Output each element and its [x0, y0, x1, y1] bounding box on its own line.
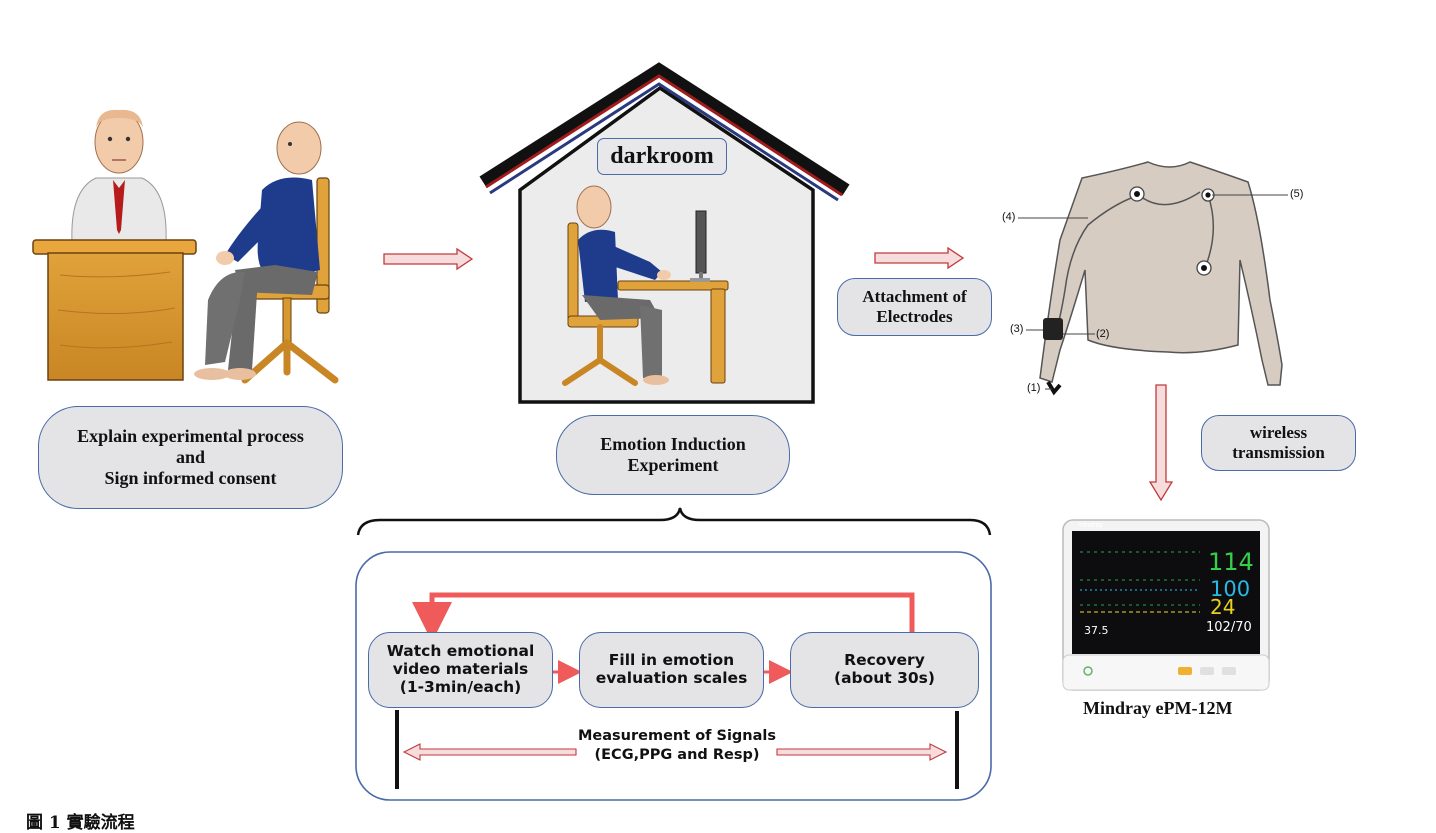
curly-brace: [356, 507, 992, 536]
step2-line-2: evaluation scales: [595, 669, 748, 687]
step3-line-1: Recovery: [844, 651, 925, 670]
darkroom-label-text: darkroom: [610, 143, 714, 169]
measure-arrow-left: [402, 743, 577, 761]
desk: [32, 239, 197, 381]
wireless-line-2: transmission: [1232, 443, 1325, 462]
flow-arrow-to-monitor: [1148, 384, 1174, 502]
consent-scene-illustration: [32, 109, 339, 384]
step1-line-3: (1-3min/each): [399, 677, 522, 696]
step-recovery: Recovery (about 30s): [790, 632, 979, 708]
flow-arrow-to-electrodes: [874, 246, 965, 270]
step-watch-videos: Watch emotional video materials (1-3min/…: [368, 632, 553, 708]
step3-line-2: (about 30s): [833, 669, 935, 687]
flow-arrow-to-darkroom: [383, 247, 474, 271]
emotion-induction-box: Emotion Induction Experiment: [556, 415, 790, 495]
step2-line-1: Fill in emotion: [608, 651, 735, 670]
consent-line-2: and: [175, 447, 205, 468]
consent-line-3: Sign informed consent: [104, 467, 277, 488]
step-fill-scales: Fill in emotion evaluation scales: [579, 632, 764, 708]
electrode-shirt-illustration: [1018, 161, 1288, 396]
emotion-line-2: Experiment: [627, 455, 719, 475]
monitor-hr: 114: [1208, 548, 1254, 576]
figure-caption: 圖 1 實驗流程: [26, 813, 135, 833]
wireless-line-1: wireless: [1249, 423, 1308, 443]
electrodes-line-2: Electrodes: [876, 307, 953, 326]
electrode-label-1: (1): [1027, 382, 1041, 394]
consent-box: Explain experimental process and Sign in…: [38, 406, 343, 509]
darkroom-label: darkroom: [597, 138, 727, 175]
monitor-resp: 24: [1210, 595, 1236, 619]
researcher-figure: [71, 109, 167, 243]
monitor-temp: 37.5: [1084, 624, 1109, 637]
monitor-nibp: 102/70: [1206, 620, 1252, 635]
measurement-line-2: (ECG,PPG and Resp): [594, 746, 760, 763]
darkroom-house: [479, 62, 850, 404]
repeat-loop-arrow: [412, 592, 915, 642]
electrode-label-2: (2): [1096, 328, 1110, 340]
measurement-label: Measurement of Signals (ECG,PPG and Resp…: [575, 727, 779, 765]
measurement-line-1: Measurement of Signals: [577, 728, 777, 744]
measure-arrow-right: [776, 743, 948, 761]
electrode-label-5: (5): [1290, 188, 1304, 200]
step1-line-1: Watch emotional: [386, 642, 535, 661]
monitor-caption: Mindray ePM-12M: [1083, 698, 1233, 718]
electrodes-line-1: Attachment of: [862, 287, 967, 307]
monitor-brand: mindray: [1078, 522, 1103, 529]
electrode-label-4: (4): [1002, 211, 1016, 223]
patient-monitor: [1062, 519, 1270, 691]
participant-figure: [194, 121, 339, 384]
step1-line-2: video materials: [392, 660, 529, 679]
monitor-spo2: 100: [1210, 577, 1251, 601]
electrode-label-3: (3): [1010, 323, 1024, 335]
electrodes-box: Attachment of Electrodes: [837, 278, 992, 336]
emotion-line-1: Emotion Induction: [600, 434, 746, 455]
consent-line-1: Explain experimental process: [77, 426, 304, 447]
wireless-box: wireless transmission: [1201, 415, 1356, 471]
